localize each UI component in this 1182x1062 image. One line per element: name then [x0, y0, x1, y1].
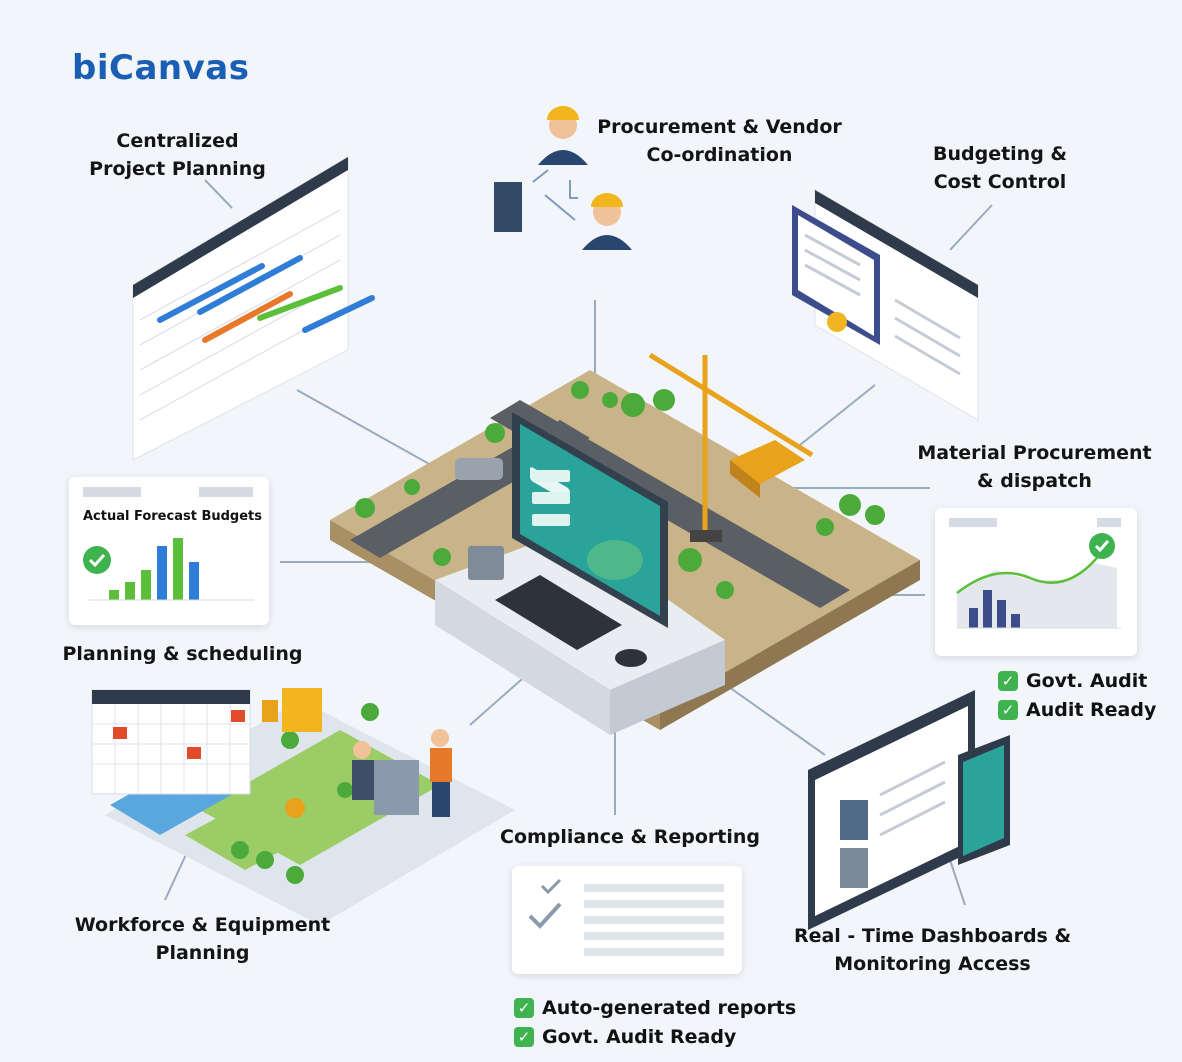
- budget-chart-title: Actual Forecast Budgets: [83, 509, 263, 524]
- feature-realtime-dashboards: Real - Time Dashboards & Monitoring Acce…: [793, 925, 1072, 975]
- brand-logo: biCanvas: [72, 48, 250, 88]
- bar: [173, 538, 183, 600]
- card-header-bar: [199, 487, 253, 497]
- check-mark-icon: [540, 878, 562, 895]
- material-chart-card: [935, 508, 1137, 656]
- bar: [125, 582, 135, 600]
- compliance-report-card: [512, 866, 742, 974]
- audit-badges-bottom: ✓ Auto-generated reports ✓ Govt. Audit R…: [514, 993, 796, 1051]
- badge-item: ✓ Auto-generated reports: [514, 993, 796, 1022]
- check-box-icon: ✓: [514, 997, 534, 1018]
- budget-bar-chart: [83, 538, 254, 601]
- check-box-icon: ✓: [514, 1026, 534, 1047]
- calendar-icon: [91, 689, 251, 795]
- card-header-bar: [949, 518, 997, 527]
- check-box-icon: ✓: [998, 670, 1018, 691]
- card-header-bar: [1097, 518, 1121, 527]
- feature-compliance-reporting: Compliance & Reporting: [500, 826, 760, 848]
- bar: [141, 570, 151, 600]
- feature-workforce-equipment: Workforce & Equipment Planning: [74, 914, 331, 964]
- badge-item: ✓ Audit Ready: [998, 695, 1156, 724]
- check-mark-icon: [528, 902, 562, 929]
- audit-badges-right: ✓ Govt. Audit ✓ Audit Ready: [998, 666, 1156, 724]
- procurement-workers-illustration: [494, 106, 632, 250]
- dashboard-devices-illustration: [808, 690, 1010, 930]
- check-box-icon: ✓: [998, 699, 1018, 720]
- budgeting-windows: [792, 189, 979, 421]
- badge-item: ✓ Govt. Audit: [998, 666, 1156, 695]
- bar: [157, 546, 167, 600]
- bar: [189, 562, 199, 600]
- central-site-illustration: [330, 352, 920, 735]
- feature-centralized-planning: Centralized Project Planning: [89, 130, 266, 180]
- feature-budgeting: Budgeting & Cost Control: [932, 143, 1067, 193]
- badge-item: ✓ Govt. Audit Ready: [514, 1022, 796, 1051]
- check-circle-icon: [83, 546, 111, 574]
- card-header-bar: [83, 487, 141, 497]
- material-line-chart: [956, 533, 1121, 629]
- feature-planning-scheduling: Planning & scheduling: [62, 643, 303, 665]
- gantt-planning-window: [132, 156, 375, 461]
- bar: [109, 590, 119, 600]
- feature-procurement-vendor: Procurement & Vendor Co-ordination: [597, 116, 842, 166]
- feature-material-procurement: Material Procurement & dispatch: [917, 442, 1152, 492]
- budget-chart-card: Actual Forecast Budgets: [69, 477, 269, 625]
